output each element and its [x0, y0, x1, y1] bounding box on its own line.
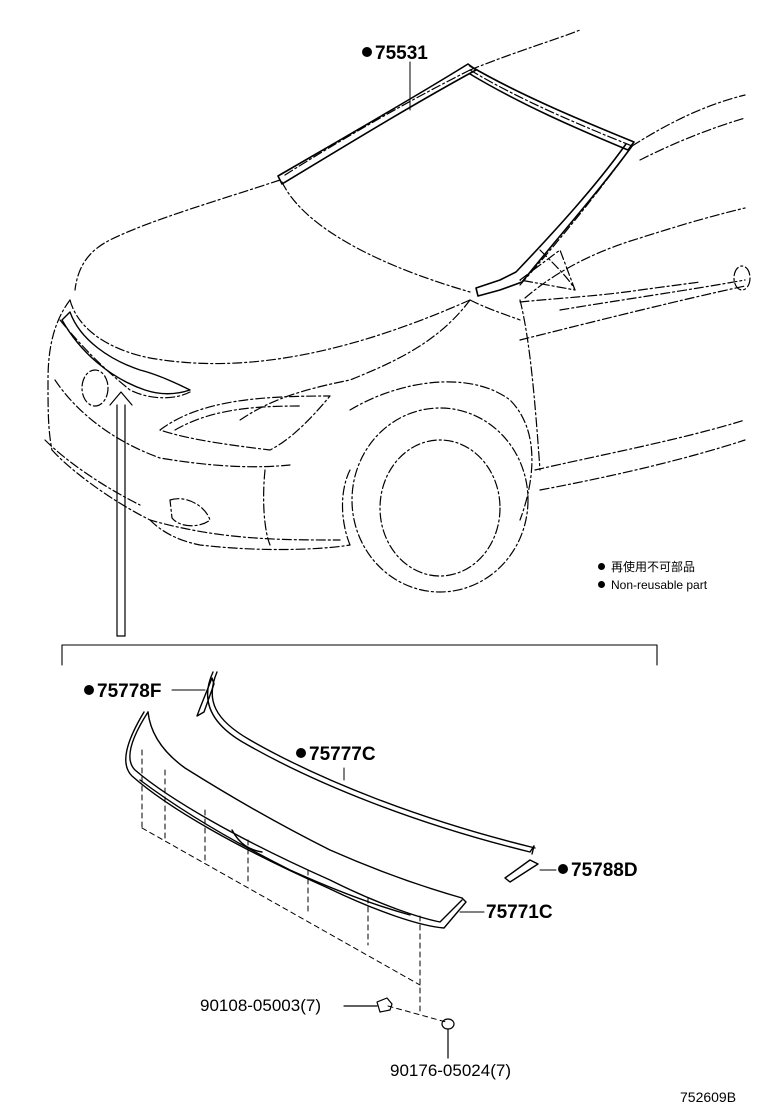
callout-75771C-text: 75771C: [486, 902, 553, 923]
clip-locator-lines: [141, 749, 447, 1023]
callout-90176-05024: 90176-05024(7): [390, 1062, 511, 1079]
legend-line-jp: 再使用不可部品: [598, 561, 695, 573]
callout-75777C-text: 75777C: [309, 744, 376, 765]
legend-text-en: Non-reusable part: [611, 578, 708, 592]
hood-molding-part: [206, 671, 536, 855]
non-reusable-dot-icon: [84, 685, 94, 695]
legend-text-jp: 再使用不可部品: [611, 560, 696, 574]
callout-75531: 75531: [362, 44, 428, 63]
pointer-arrow: [109, 391, 133, 637]
legend-dot-icon: [598, 563, 605, 570]
callout-75531-text: 75531: [375, 43, 428, 64]
callout-75778F-text: 75778F: [97, 681, 162, 702]
non-reusable-dot-icon: [362, 47, 372, 57]
clip-part: [343, 997, 393, 1013]
callout-75788D: 75788D: [558, 861, 638, 880]
callout-leaders: [171, 689, 557, 913]
callout-75778F: 75778F: [84, 682, 161, 701]
callout-75777C: 75777C: [296, 745, 376, 764]
legend-dot-icon: [598, 581, 605, 588]
exploded-bracket: [61, 644, 658, 666]
end-piece-left: [196, 677, 215, 717]
callout-75771C: 75771C: [486, 903, 553, 922]
windshield-moulding-part: [277, 63, 635, 297]
nut-part: [441, 1018, 455, 1059]
legend-line-en: Non-reusable part: [598, 579, 707, 591]
end-piece-right: [504, 859, 539, 883]
reference-number: 752609B: [680, 1089, 737, 1105]
windshield-glass: [284, 69, 633, 286]
callout-90176-05024-text: 90176-05024(7): [390, 1061, 511, 1080]
callout-75788D-text: 75788D: [571, 860, 638, 881]
garnish-on-car: [61, 311, 191, 395]
non-reusable-dot-icon: [296, 748, 306, 758]
callout-90108-05003: 90108-05003(7): [200, 997, 321, 1014]
non-reusable-dot-icon: [558, 864, 568, 874]
hood-garnish-part: [125, 711, 467, 929]
callout-90108-05003-text: 90108-05003(7): [200, 996, 321, 1015]
